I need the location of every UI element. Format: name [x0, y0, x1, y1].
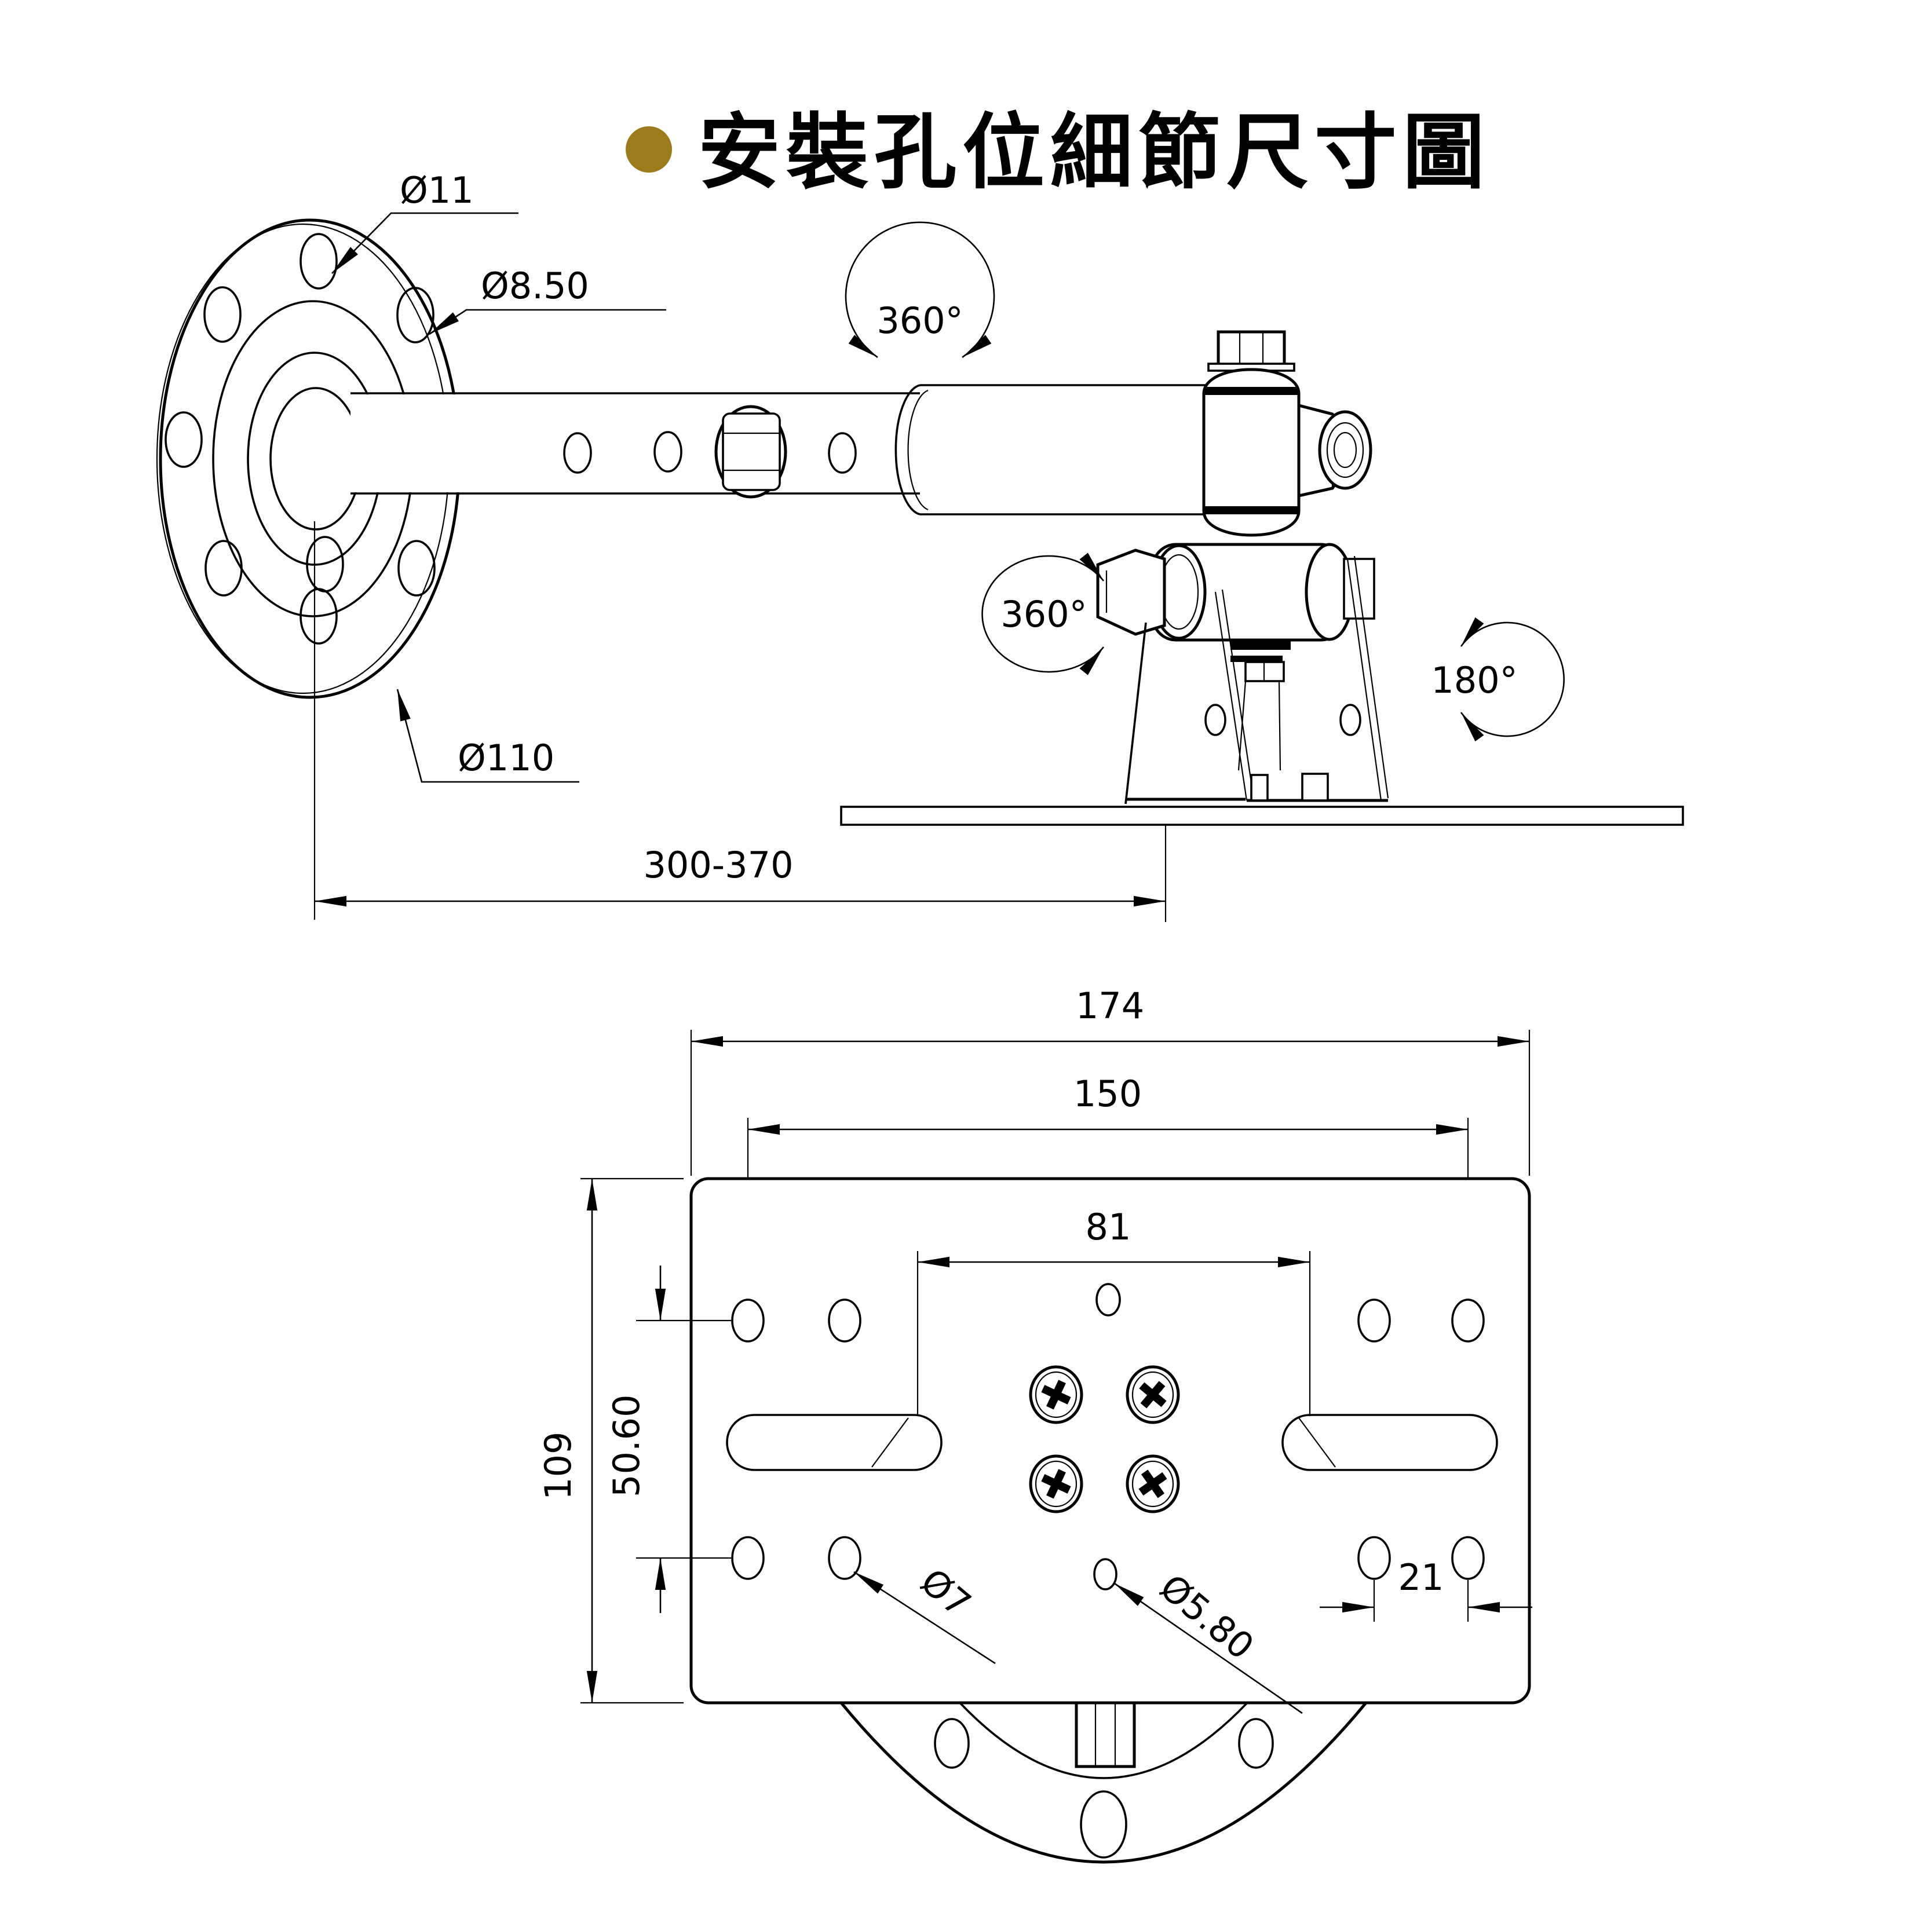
- arm-length-label: 300-370: [643, 844, 793, 886]
- side-view: 360° 360° 180° Ø11 Ø8.50 Ø110 300-370: [156, 169, 1684, 922]
- mounting-plate: 81: [689, 1177, 1532, 1714]
- ceiling-plate-side: [840, 806, 1684, 826]
- knuckle-hex-bolt: [1096, 548, 1166, 636]
- mounting-bracket-side: [840, 555, 1684, 826]
- wall-flange: [156, 218, 461, 920]
- center-span-label: 81: [1086, 1206, 1131, 1248]
- flange-hole-dia-label: Ø11: [400, 169, 474, 211]
- tilt-rotation-label: 180°: [1431, 659, 1517, 701]
- screw: [1126, 1454, 1180, 1513]
- tilt-knuckle: [1096, 543, 1375, 771]
- flange-dia-label: Ø110: [458, 737, 554, 779]
- flange-slot-dia-label: Ø8.50: [481, 265, 589, 307]
- pivot-side-knob: [1297, 403, 1372, 498]
- title-bullet-icon: [626, 126, 672, 173]
- plate-width-label: 174: [1076, 985, 1144, 1027]
- center-span-dimension: 81: [916, 1206, 1311, 1416]
- screw: [1126, 1365, 1180, 1424]
- arm-rotation-label: 360°: [876, 299, 963, 342]
- bracket-rotation-arc: [981, 553, 1105, 675]
- adjustment-slots: [726, 1414, 1498, 1471]
- hole-pitch-dimension: 21: [1320, 1556, 1532, 1622]
- plate-height-label: 109: [537, 1432, 579, 1500]
- title-block: 安裝孔位細節尺寸圖: [626, 105, 1491, 200]
- plate-height-dimension: 109: [537, 1177, 684, 1704]
- flange-below-plate: [840, 1701, 1367, 1864]
- page-title: 安裝孔位細節尺寸圖: [698, 105, 1491, 200]
- hole-row-spacing-dimension: 50.60: [605, 1266, 731, 1613]
- rotation-annotations: 360° 360° 180°: [845, 221, 1565, 742]
- hole-span-width-label: 150: [1073, 1073, 1142, 1115]
- arm-outer-tube: [894, 384, 1218, 515]
- arm-length-dimension: 300-370: [315, 825, 1167, 922]
- hole-row-spacing-label: 50.60: [605, 1395, 648, 1498]
- pivot-head: [1202, 330, 1372, 537]
- side-view-leaders: Ø11 Ø8.50 Ø110: [331, 169, 666, 783]
- plate-holes-top-row: [731, 1283, 1485, 1343]
- arm-rotation-arc: [845, 221, 995, 359]
- flange-bolt-holes: [165, 233, 436, 645]
- tilt-rotation-arc: [1460, 617, 1565, 742]
- arm-lock-nut: [714, 405, 787, 499]
- phillips-screws: [1029, 1365, 1180, 1513]
- plan-view: 174 150 81: [537, 985, 1532, 1864]
- hole-pitch-label: 21: [1398, 1556, 1444, 1599]
- screw: [1029, 1365, 1083, 1424]
- bracket-rotation-label: 360°: [1000, 593, 1087, 635]
- screw: [1029, 1454, 1083, 1513]
- arm-inner-tube: [350, 392, 938, 499]
- plate-holes-bottom-row: [731, 1536, 1485, 1590]
- plate-width-dimension: 174: [690, 985, 1531, 1176]
